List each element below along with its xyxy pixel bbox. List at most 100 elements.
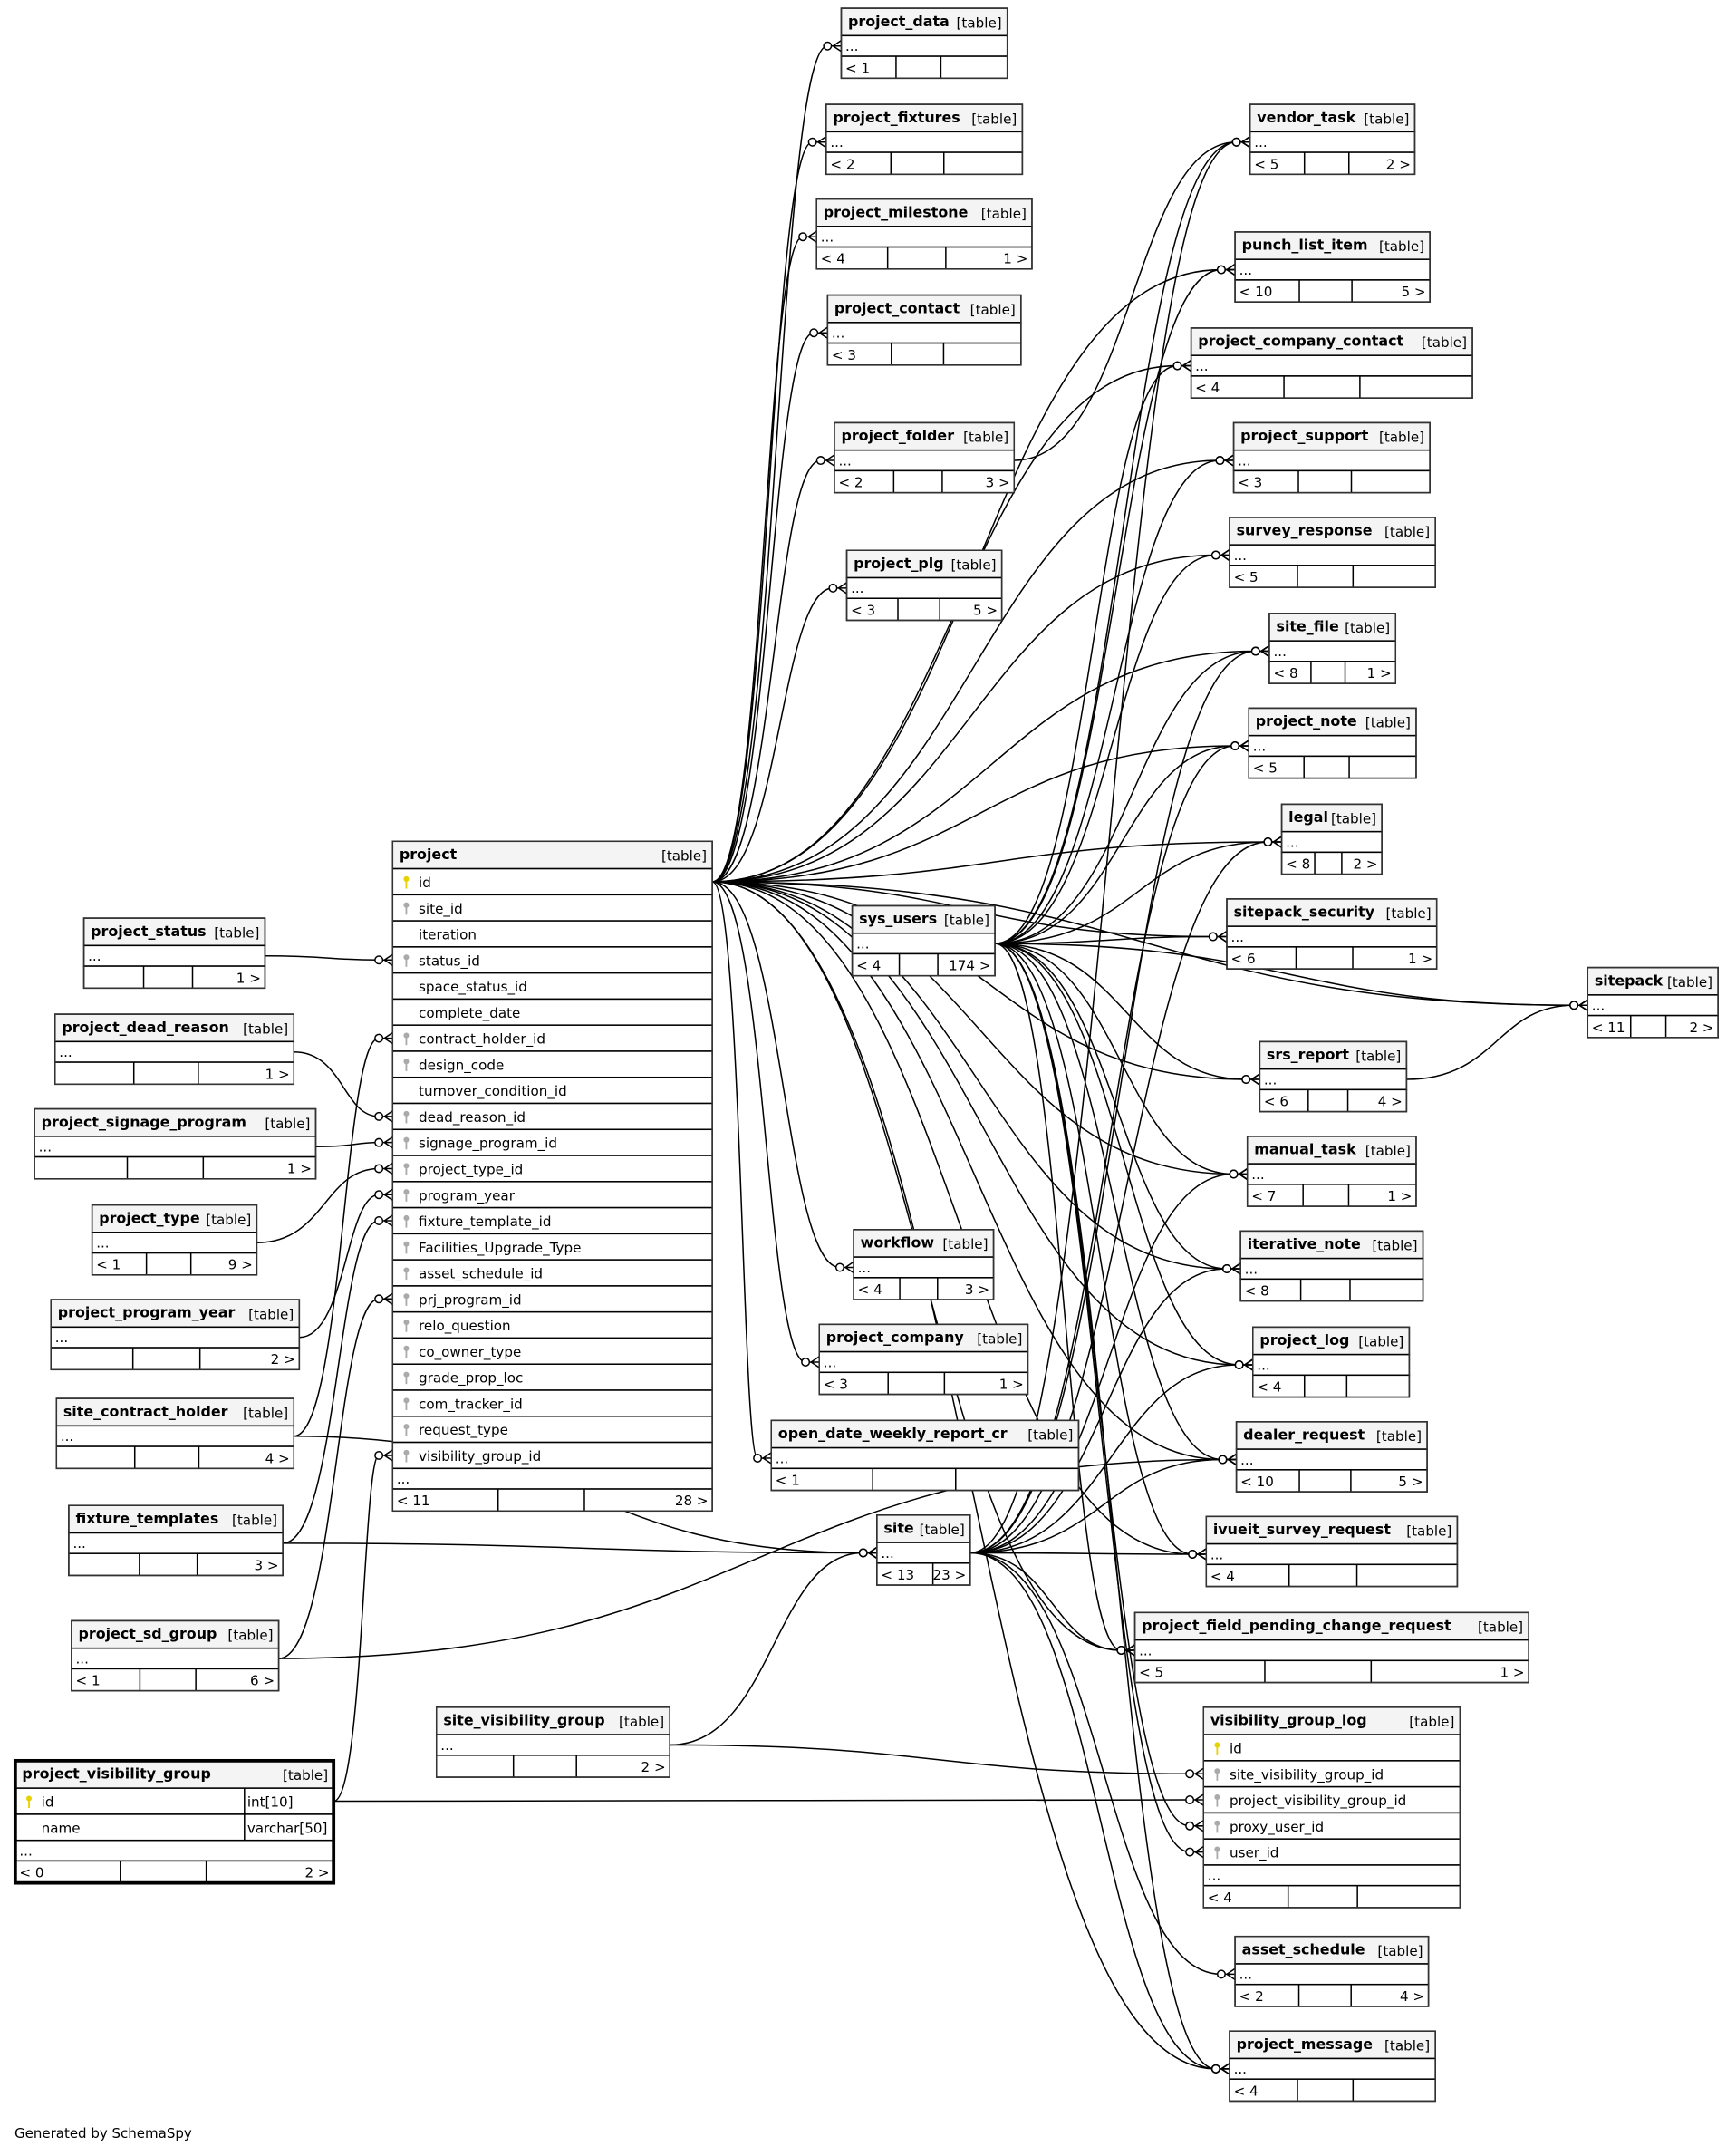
table-type-label: [table] [957,15,1002,31]
children-count: 1 > [1367,665,1392,682]
optional-circle-icon [1234,1359,1244,1369]
more-columns: ... [832,325,844,342]
relationship-sys_users-vendor_task [995,136,1251,944]
primary-key-icon [1214,1742,1220,1755]
parents-count: < 1 [75,1673,100,1689]
table-fixture-templates[interactable]: fixture_templates[table]...3 > [68,1504,284,1577]
table-project-field-pending-change-request[interactable]: project_field_pending_change_request[tab… [1133,1611,1529,1684]
table-iterative-note[interactable]: iterative_note[table]...< 8 [1239,1230,1424,1302]
table-name: project_milestone [824,203,969,220]
children-count: 2 > [1689,1020,1713,1036]
more-columns: ... [1139,1642,1152,1658]
foreign-key-icon [403,1397,410,1410]
table-type-label: [table] [1377,1943,1423,1959]
foreign-key-icon [403,1267,410,1281]
column-name: user_id [1230,1845,1278,1862]
relationship-site-manual_task [969,1167,1249,1554]
table-name: srs_report [1267,1046,1349,1063]
column-name: site_visibility_group_id [1230,1766,1384,1784]
foreign-key-icon [403,1371,410,1385]
table-project-log[interactable]: project_log[table]...< 4 [1252,1326,1411,1398]
table-project-fixtures[interactable]: project_fixtures[table]...< 2 [825,103,1024,176]
parents-count: < 5 [1234,569,1259,585]
table-site-contract-holder[interactable]: site_contract_holder[table]...4 > [55,1397,295,1470]
table-ivueit-survey-request[interactable]: ivueit_survey_request[table]...< 4 [1205,1515,1459,1588]
table-type-label: [table] [1409,1714,1454,1730]
children-count: 6 > [250,1673,275,1689]
optional-circle-icon [1231,137,1241,147]
column-type: varchar[50] [247,1820,328,1836]
table-site-visibility-group[interactable]: site_visibility_group[table]...2 > [435,1706,670,1778]
table-type-label: [table] [1384,2037,1430,2054]
table-visibility-group-log[interactable]: visibility_group_log[table]idsite_visibi… [1202,1706,1461,1909]
table-name: project_company_contact [1198,333,1403,350]
table-project-support[interactable]: project_support[table]...< 3 [1232,421,1431,494]
table-name: project_program_year [58,1304,236,1321]
optional-circle-icon [807,137,817,147]
parents-count: < 3 [824,1376,848,1392]
relationship-project-legal [712,836,1282,883]
optional-circle-icon [1185,1847,1195,1857]
relationship-site-project_note [969,740,1249,1554]
table-project[interactable]: project[table]idsite_iditerationstatus_i… [391,840,713,1513]
relationship-sys_users-survey_response [995,548,1230,944]
primary-key-icon [403,875,410,889]
column-name: grade_prop_loc [419,1370,523,1387]
table-name: punch_list_item [1242,237,1368,254]
parents-count: < 4 [1195,380,1220,396]
table-project-data[interactable]: project_data[table]...< 1 [840,7,1008,80]
optional-circle-icon [1215,456,1225,466]
table-project-contact[interactable]: project_contact[table]...< 3 [826,294,1022,366]
table-name: open_date_weekly_report_cr [778,1425,1008,1442]
table-project-status[interactable]: project_status[table]...1 > [82,917,266,990]
more-columns: ... [1257,1357,1269,1373]
table-type-label: [table] [1365,1143,1411,1159]
table-project-note[interactable]: project_note[table]...< 5 [1248,707,1417,779]
optional-circle-icon [374,1450,384,1460]
table-project-signage-program[interactable]: project_signage_program[table]...1 > [34,1107,317,1180]
table-name: site_visibility_group [443,1712,604,1729]
table-project-dead-reason[interactable]: project_dead_reason[table]...1 > [54,1013,295,1086]
optional-circle-icon [374,1137,384,1147]
table-name: project_type [99,1209,200,1226]
optional-circle-icon [798,232,808,242]
table-project-program-year[interactable]: project_program_year[table]...2 > [50,1299,301,1371]
table-project-message[interactable]: project_message[table]...< 4 [1229,2030,1436,2103]
relationship-site-project_message [969,1552,1230,2075]
children-count: 5 > [1401,284,1425,300]
table-project-company-contact[interactable]: project_company_contact[table]...< 4 [1190,327,1473,399]
table-name: project_fixtures [833,109,960,126]
table-open-date-weekly-report-cr[interactable]: open_date_weekly_report_cr[table]...< 1 [770,1419,1080,1492]
parents-count: < 4 [821,251,845,267]
foreign-key-icon [403,1449,410,1463]
more-columns: ... [1253,738,1266,754]
relationship-srs_report-sitepack [1406,999,1588,1080]
relationship-project-open_date_weekly_report_cr [711,881,772,1465]
table-name: project_note [1256,712,1357,730]
table-survey-response[interactable]: survey_response[table]...< 5 [1229,517,1436,588]
table-type-label: [table] [1358,1334,1403,1350]
table-type-label: [table] [243,1020,288,1037]
relationship-site-site_file [969,644,1270,1554]
more-columns: ... [55,1329,68,1346]
